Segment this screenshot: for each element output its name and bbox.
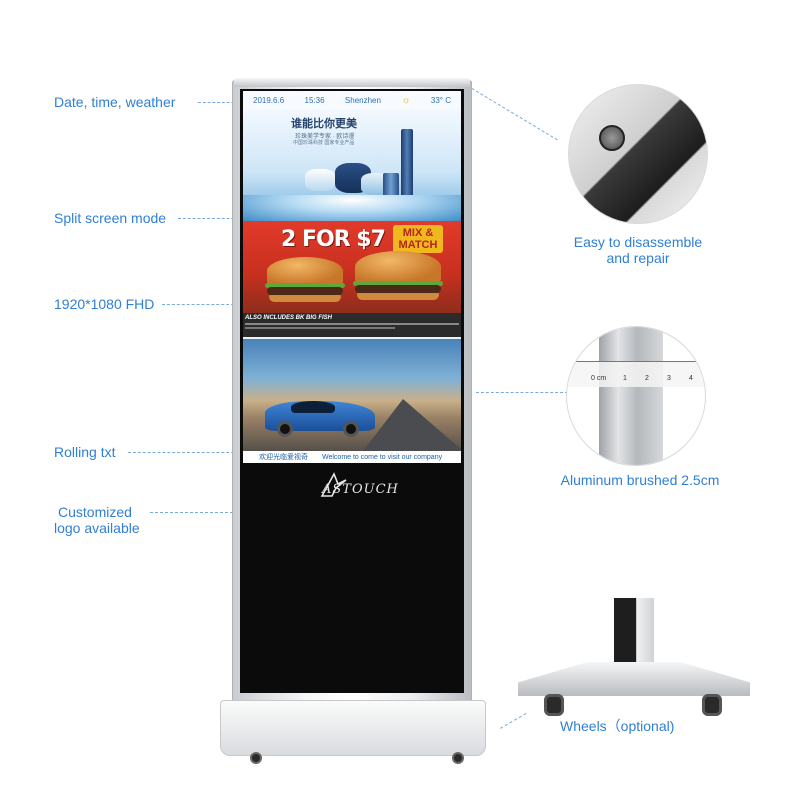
burger-image xyxy=(355,251,441,283)
stand-pole-image xyxy=(614,598,654,670)
ruler-tick-4: 4 xyxy=(689,375,693,382)
rolling-ticker: 欢迎光临爱视奇 Welcome to come to visit our com… xyxy=(243,451,461,463)
ruler-tick-3: 3 xyxy=(667,375,671,382)
car-image xyxy=(343,421,359,437)
aluminum-caption: Aluminum brushed 2.5cm xyxy=(560,472,720,488)
burger-image xyxy=(267,257,343,285)
ruler-image xyxy=(567,361,705,387)
kiosk-screen: 2019.6.6 15:36 Shenzhen ☼ 33° C 谁能比你更美 珍… xyxy=(243,91,461,463)
cosmetics-subtitle: 珍珠美学专家 · 欧诗漫 xyxy=(295,134,355,140)
screw-icon xyxy=(599,125,625,151)
serum-bottle-image xyxy=(383,173,399,199)
ticker-text-cn: 欢迎光临爱视奇 xyxy=(259,454,308,461)
wheels-caption: Wheels（optional) xyxy=(560,718,675,734)
burger-image xyxy=(357,293,439,300)
burger-image xyxy=(353,281,443,286)
fine-print xyxy=(245,327,395,329)
time-text: 15:36 xyxy=(304,95,325,105)
callout-fhd: 1920*1080 FHD xyxy=(54,296,155,312)
leader-line xyxy=(500,713,527,729)
kiosk-wheel xyxy=(250,752,262,764)
burger-image xyxy=(269,295,341,302)
date-text: 2019.6.6 xyxy=(253,95,285,105)
callout-rolling-txt: Rolling txt xyxy=(54,444,116,460)
burger-strip-title: ALSO INCLUDES BK BIG FISH xyxy=(245,315,333,321)
status-bar: 2019.6.6 15:36 Shenzhen ☼ 33° C xyxy=(243,91,461,109)
callout-custom-logo-2: logo available xyxy=(54,520,140,536)
water-splash-image xyxy=(243,195,461,221)
stand-base-image xyxy=(518,662,750,696)
kiosk-top-cap xyxy=(234,78,470,87)
car-image xyxy=(291,401,335,413)
ruler-tick-2: 2 xyxy=(645,375,649,382)
leader-line xyxy=(198,102,244,103)
astouch-logo-icon xyxy=(320,472,347,497)
car-image xyxy=(277,421,293,437)
leader-line xyxy=(128,452,244,453)
ruler-tick-1: 1 xyxy=(623,375,627,382)
car-ad-panel xyxy=(243,339,461,451)
cream-jar-image xyxy=(305,169,335,191)
leader-line xyxy=(471,88,558,141)
caster-wheel-icon xyxy=(544,694,564,716)
ticker-text-en: Welcome to come to visit our company xyxy=(322,453,443,461)
road-image xyxy=(363,399,461,451)
astouch-logo-text: ASTOUCH xyxy=(322,482,399,497)
mix-match-badge: MIX & MATCH xyxy=(393,225,443,253)
cosmetics-tags: 中国珍珠科技 国家专业产品 xyxy=(293,140,355,146)
burger-image xyxy=(355,285,441,293)
leader-line xyxy=(178,218,244,219)
leader-line xyxy=(476,392,568,393)
callout-custom-logo-1: Customized xyxy=(58,504,132,520)
burger-image xyxy=(267,287,343,295)
kiosk-wheel xyxy=(452,752,464,764)
cosmetics-ad-panel: 谁能比你更美 珍珠美学专家 · 欧诗漫 中国珍珠科技 国家专业产品 xyxy=(243,109,461,221)
serum-bottle-image xyxy=(401,129,413,201)
city-text: Shenzhen xyxy=(344,95,381,105)
callout-date-time-weather: Date, time, weather xyxy=(54,94,176,110)
burger-offer-text: 2 FOR $7 xyxy=(281,227,386,252)
fine-print xyxy=(245,323,459,325)
caster-wheel-icon xyxy=(702,694,722,716)
hinge-detail-image xyxy=(568,84,708,224)
burger-info-strip: ALSO INCLUDES BK BIG FISH xyxy=(243,313,461,337)
burger-image xyxy=(265,283,345,288)
cosmetics-title: 谁能比你更美 xyxy=(291,118,357,130)
sun-icon: ☼ xyxy=(401,94,411,106)
burger-ad-panel: 2 FOR $7 MIX & MATCH ALSO INCLUDES BK BI… xyxy=(243,221,461,337)
callout-split-screen: Split screen mode xyxy=(54,210,167,226)
disassemble-caption-2: and repair xyxy=(606,250,670,266)
temperature-text: 33° C xyxy=(430,95,451,105)
brushed-aluminum-bar xyxy=(599,327,663,465)
leader-line xyxy=(162,304,244,305)
aluminum-detail-image: 0 cm 1 2 3 4 xyxy=(566,326,706,466)
disassemble-caption-1: Easy to disassemble xyxy=(573,234,703,250)
kiosk-base xyxy=(220,700,486,756)
ruler-tick-0: 0 cm xyxy=(591,375,607,382)
